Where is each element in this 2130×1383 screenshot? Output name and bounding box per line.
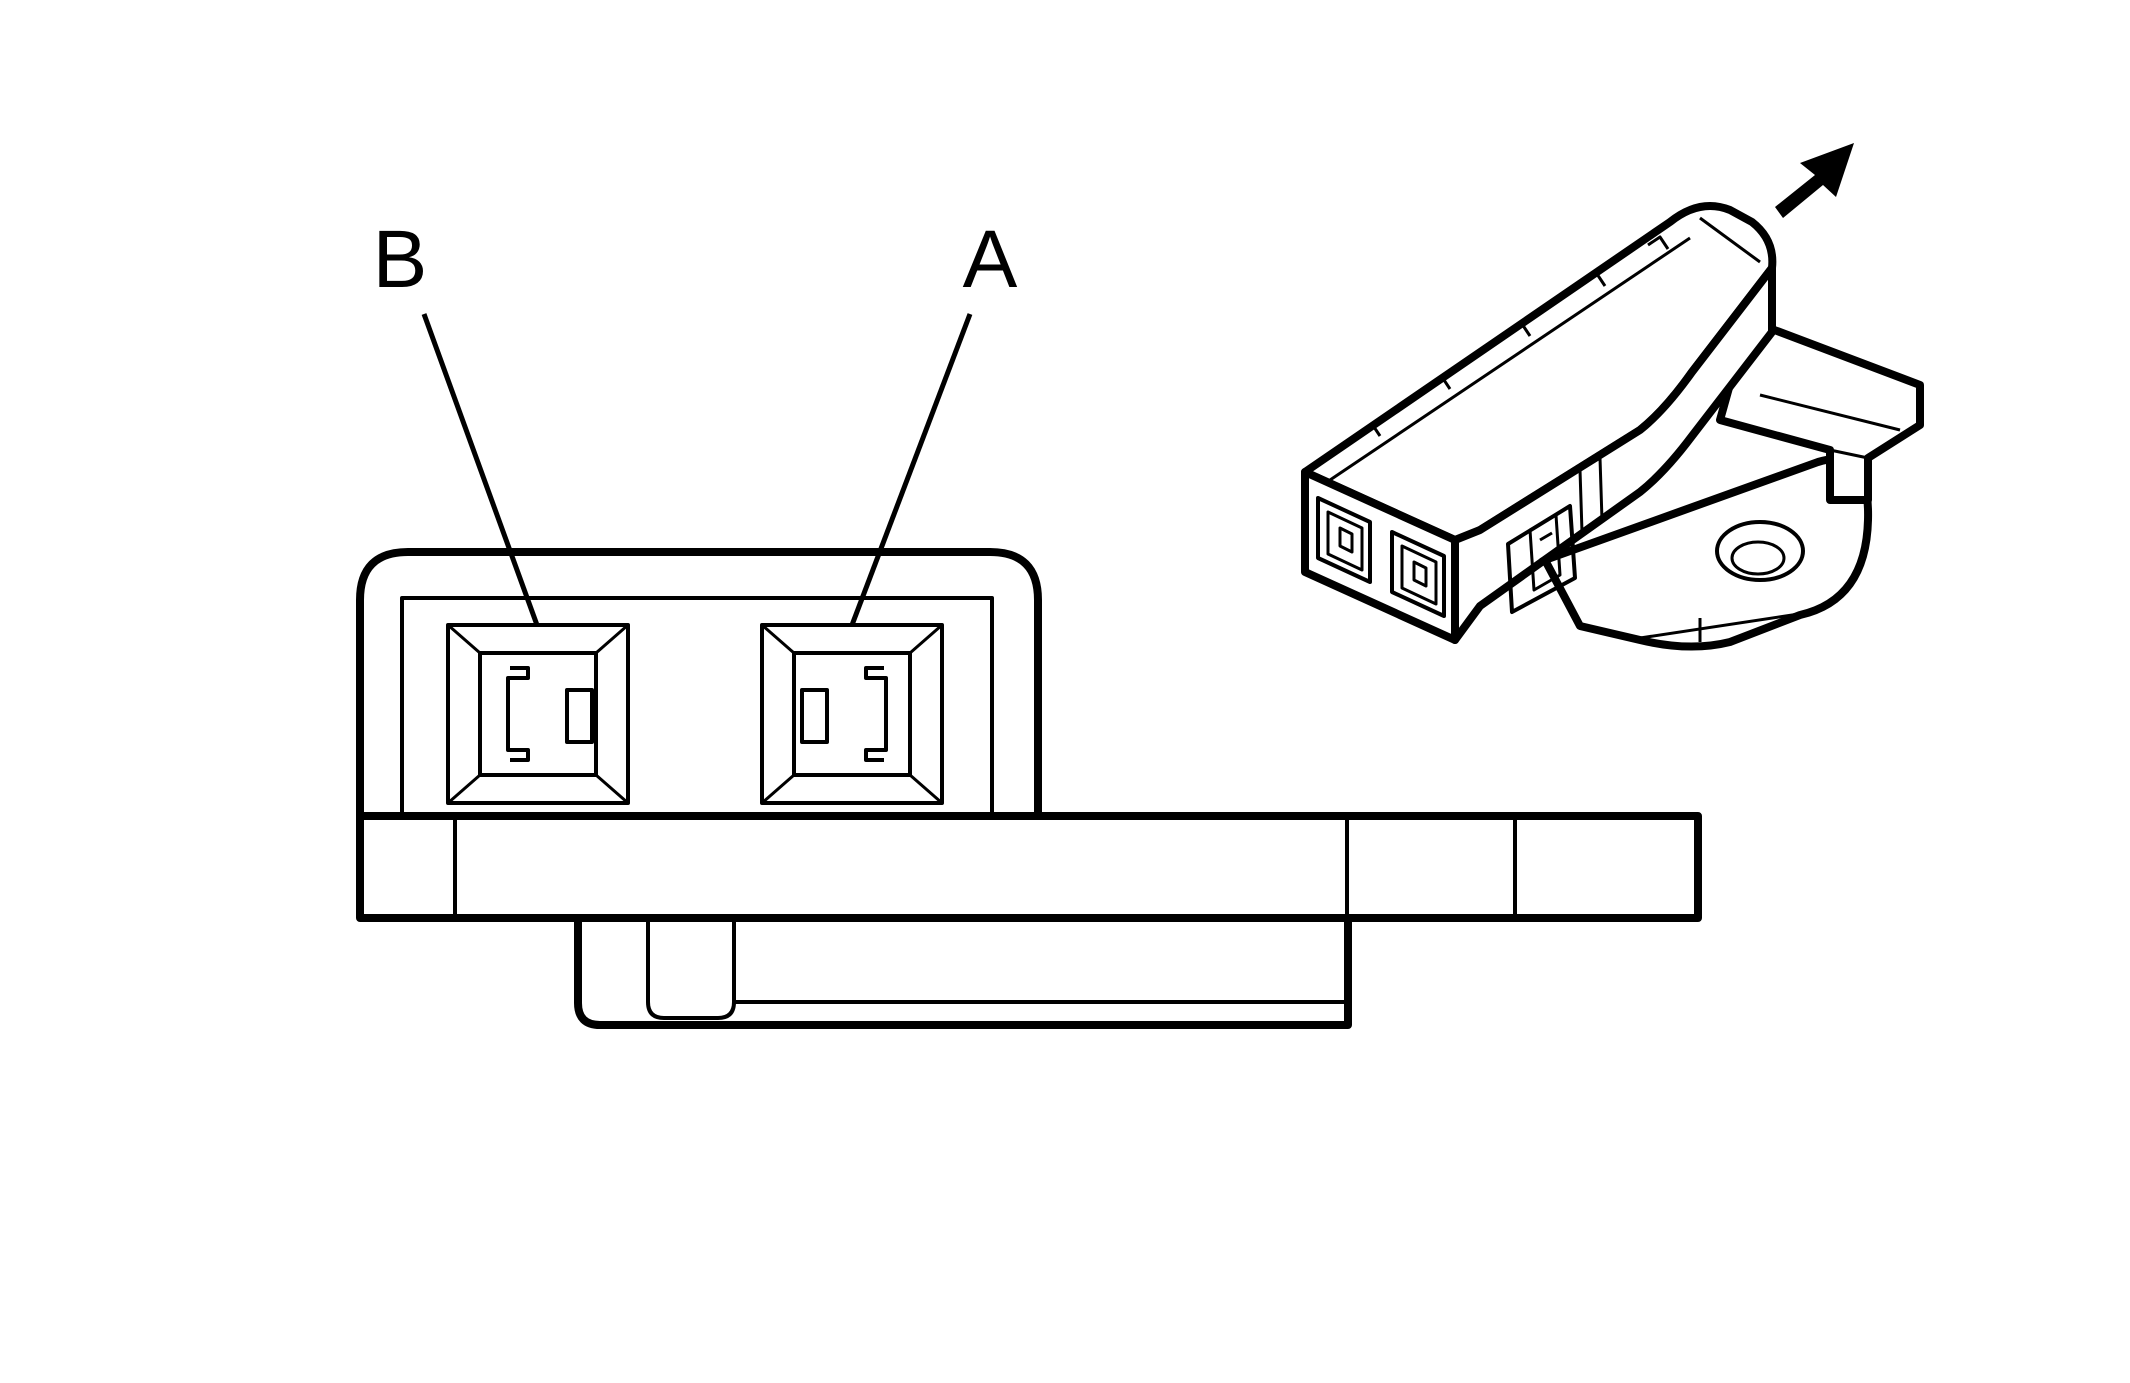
arrow-up-right-icon	[1775, 143, 1854, 218]
connector-housing	[356, 548, 1042, 822]
terminal-cavity-b	[446, 623, 630, 805]
connector-front-view: B A	[356, 214, 1702, 1029]
pin-a-callout: A	[849, 214, 1018, 626]
pin-b-label: B	[373, 214, 428, 305]
pin-a-leader-line	[849, 313, 973, 626]
bolt-hole	[1715, 520, 1805, 582]
connector-base-plate	[356, 812, 1702, 922]
isometric-housing	[1301, 202, 1777, 644]
rear-latch-arm	[1716, 316, 1924, 504]
pin-b-leader-line	[421, 313, 540, 626]
pin-b-callout: B	[373, 214, 540, 626]
pin-a-label: A	[963, 214, 1018, 305]
connector-isometric-view	[1301, 143, 1924, 651]
connector-lower-boss	[574, 906, 1352, 1029]
